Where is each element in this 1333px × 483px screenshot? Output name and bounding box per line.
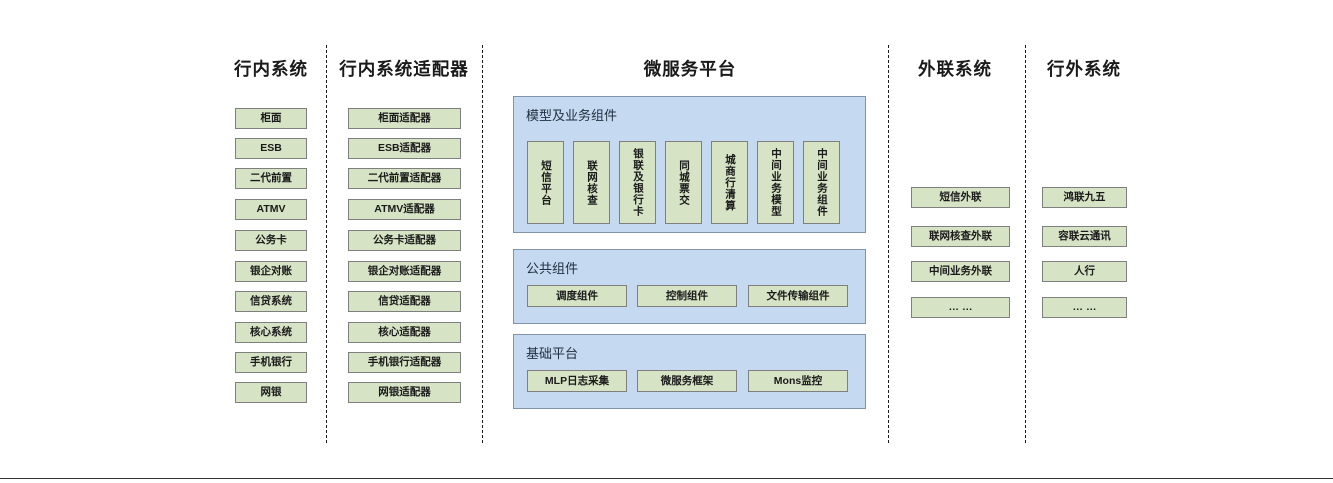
- node-bank-adapter-9[interactable]: 网银适配器: [348, 382, 461, 403]
- column-divider-3: [888, 45, 889, 443]
- column-divider-4: [1025, 45, 1026, 443]
- column-title-bank-adapter: 行内系统适配器: [339, 59, 469, 79]
- node-bank-adapter-0[interactable]: 柜面适配器: [348, 108, 461, 129]
- node-model-component-0[interactable]: 短信平台: [527, 141, 564, 224]
- column-title-bank-internal: 行内系统: [234, 59, 308, 79]
- node-model-component-4[interactable]: 城商行清算: [711, 141, 748, 224]
- node-base-platform-2[interactable]: Mons监控: [748, 370, 848, 392]
- node-outside-bank-0[interactable]: 鸿联九五: [1042, 187, 1127, 208]
- node-bank-internal-2[interactable]: 二代前置: [235, 168, 307, 189]
- node-model-component-6-label: 中间业务组件: [816, 148, 828, 217]
- node-model-component-1[interactable]: 联网核查: [573, 141, 610, 224]
- node-bank-adapter-4[interactable]: 公务卡适配器: [348, 230, 461, 251]
- node-bank-internal-7[interactable]: 核心系统: [235, 322, 307, 343]
- node-model-component-2[interactable]: 银联及银行卡: [619, 141, 656, 224]
- node-model-component-2-label: 银联及银行卡: [632, 148, 644, 217]
- node-model-component-5-label: 中间业务模型: [770, 148, 782, 217]
- node-bank-adapter-1[interactable]: ESB适配器: [348, 138, 461, 159]
- node-base-platform-0[interactable]: MLP日志采集: [527, 370, 627, 392]
- node-model-component-6[interactable]: 中间业务组件: [803, 141, 840, 224]
- column-divider-2: [482, 45, 483, 443]
- node-bank-adapter-5[interactable]: 银企对账适配器: [348, 261, 461, 282]
- node-public-component-1[interactable]: 控制组件: [637, 285, 737, 307]
- node-model-component-3-label: 同城票交: [678, 159, 690, 206]
- node-bank-internal-6[interactable]: 信贷系统: [235, 291, 307, 312]
- node-bank-internal-5[interactable]: 银企对账: [235, 261, 307, 282]
- node-external-link-0[interactable]: 短信外联: [911, 187, 1010, 208]
- node-model-component-3[interactable]: 同城票交: [665, 141, 702, 224]
- column-title-outside-bank: 行外系统: [1047, 59, 1121, 79]
- node-external-link-1[interactable]: 联网核查外联: [911, 226, 1010, 247]
- panel-label-model-business-components: 模型及业务组件: [526, 108, 618, 123]
- node-outside-bank-1[interactable]: 容联云通讯: [1042, 226, 1127, 247]
- node-bank-internal-9[interactable]: 网银: [235, 382, 307, 403]
- column-title-external-link: 外联系统: [918, 59, 992, 79]
- node-public-component-2[interactable]: 文件传输组件: [748, 285, 848, 307]
- panel-label-public-components: 公共组件: [526, 261, 579, 276]
- bottom-divider: [0, 478, 1333, 479]
- node-bank-adapter-3[interactable]: ATMV适配器: [348, 199, 461, 220]
- column-divider-1: [326, 45, 327, 443]
- node-model-component-1-label: 联网核查: [586, 159, 598, 206]
- node-bank-internal-3[interactable]: ATMV: [235, 199, 307, 220]
- node-public-component-0[interactable]: 调度组件: [527, 285, 627, 307]
- node-bank-internal-8[interactable]: 手机银行: [235, 352, 307, 373]
- node-outside-bank-3[interactable]: … …: [1042, 297, 1127, 318]
- column-title-microservice: 微服务平台: [643, 59, 737, 79]
- node-model-component-5[interactable]: 中间业务模型: [757, 141, 794, 224]
- node-bank-adapter-8[interactable]: 手机银行适配器: [348, 352, 461, 373]
- panel-label-base-platform: 基础平台: [526, 346, 579, 361]
- node-outside-bank-2[interactable]: 人行: [1042, 261, 1127, 282]
- node-base-platform-1[interactable]: 微服务框架: [637, 370, 737, 392]
- node-bank-internal-1[interactable]: ESB: [235, 138, 307, 159]
- node-bank-internal-0[interactable]: 柜面: [235, 108, 307, 129]
- node-external-link-3[interactable]: … …: [911, 297, 1010, 318]
- node-bank-adapter-6[interactable]: 信贷适配器: [348, 291, 461, 312]
- node-bank-adapter-7[interactable]: 核心适配器: [348, 322, 461, 343]
- node-external-link-2[interactable]: 中间业务外联: [911, 261, 1010, 282]
- node-model-component-0-label: 短信平台: [540, 159, 552, 206]
- node-bank-adapter-2[interactable]: 二代前置适配器: [348, 168, 461, 189]
- node-model-component-4-label: 城商行清算: [724, 153, 736, 212]
- node-bank-internal-4[interactable]: 公务卡: [235, 230, 307, 251]
